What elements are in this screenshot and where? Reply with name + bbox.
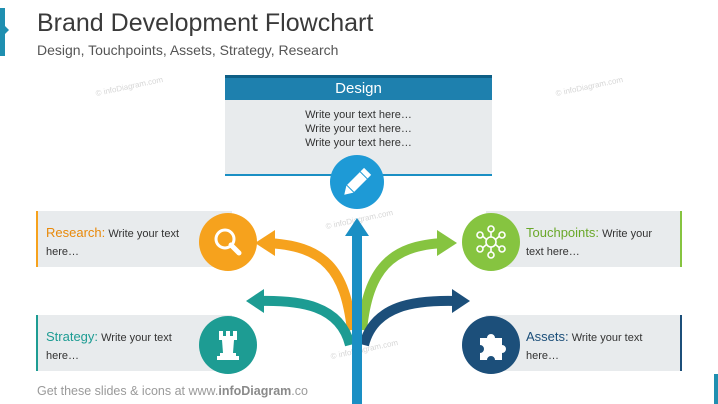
design-icon-circle <box>330 155 384 209</box>
arrow-trunk <box>352 232 362 404</box>
right-accent-bar <box>714 374 718 404</box>
touchpoints-label: Touchpoints: <box>526 225 599 240</box>
touchpoints-card-accent <box>680 211 682 267</box>
arrowhead-research <box>255 230 275 256</box>
footer-credit: Get these slides & icons at www.infoDiag… <box>37 384 308 398</box>
design-text-line: Write your text here… <box>305 137 412 149</box>
arrowhead-strategy <box>246 289 264 313</box>
research-icon-circle <box>199 213 257 271</box>
network-icon <box>476 225 506 259</box>
arrow-strategy <box>257 295 355 347</box>
arrowhead-assets <box>452 289 470 313</box>
page-title: Brand Development Flowchart <box>37 9 374 37</box>
assets-text-line1: Write your text <box>571 332 643 344</box>
touchpoints-text: Touchpoints: Write your text here… <box>526 224 676 261</box>
magnifier-icon <box>214 228 242 256</box>
puzzle-icon <box>480 334 506 360</box>
research-card-accent <box>36 211 38 267</box>
footer-prefix: Get these slides & icons at www. <box>37 384 219 398</box>
left-accent-tip <box>5 26 9 34</box>
design-text-line: Write your text here… <box>305 109 412 121</box>
strategy-text-line2: here… <box>46 350 80 362</box>
footer-suffix: .co <box>291 384 308 398</box>
pencil-icon <box>344 167 372 195</box>
strategy-card-accent <box>36 315 38 371</box>
research-label: Research: <box>46 225 106 240</box>
research-text-line2: here… <box>46 246 80 258</box>
arrow-research <box>264 238 357 331</box>
arrow-assets <box>359 295 457 347</box>
design-text-line: Write your text here… <box>305 123 412 135</box>
strategy-text-line1: Write your text <box>101 332 172 344</box>
assets-card-accent <box>680 315 682 371</box>
research-text-line1: Write your text <box>108 228 180 240</box>
assets-text: Assets: Write your text here… <box>526 328 676 365</box>
arrow-touchpoints <box>357 238 446 331</box>
touchpoints-text-line1: Write your <box>602 228 652 240</box>
assets-icon-circle <box>462 316 520 374</box>
research-text: Research: Write your text here… <box>46 224 191 261</box>
chess-rook-icon <box>217 331 239 360</box>
design-header: Design <box>225 75 492 100</box>
assets-text-line2: here… <box>526 350 560 362</box>
touchpoints-text-line2: text here… <box>526 246 580 258</box>
arrowhead-trunk <box>345 218 369 236</box>
strategy-label: Strategy: <box>46 329 99 344</box>
assets-label: Assets: <box>526 329 569 344</box>
strategy-icon-circle <box>199 316 257 374</box>
left-accent-bar <box>0 8 5 56</box>
page-subtitle: Design, Touchpoints, Assets, Strategy, R… <box>37 42 339 58</box>
arrowhead-touchpoints <box>437 230 457 256</box>
strategy-text: Strategy: Write your text here… <box>46 328 191 365</box>
touchpoints-icon-circle <box>462 213 520 271</box>
footer-brand: infoDiagram <box>218 384 292 398</box>
